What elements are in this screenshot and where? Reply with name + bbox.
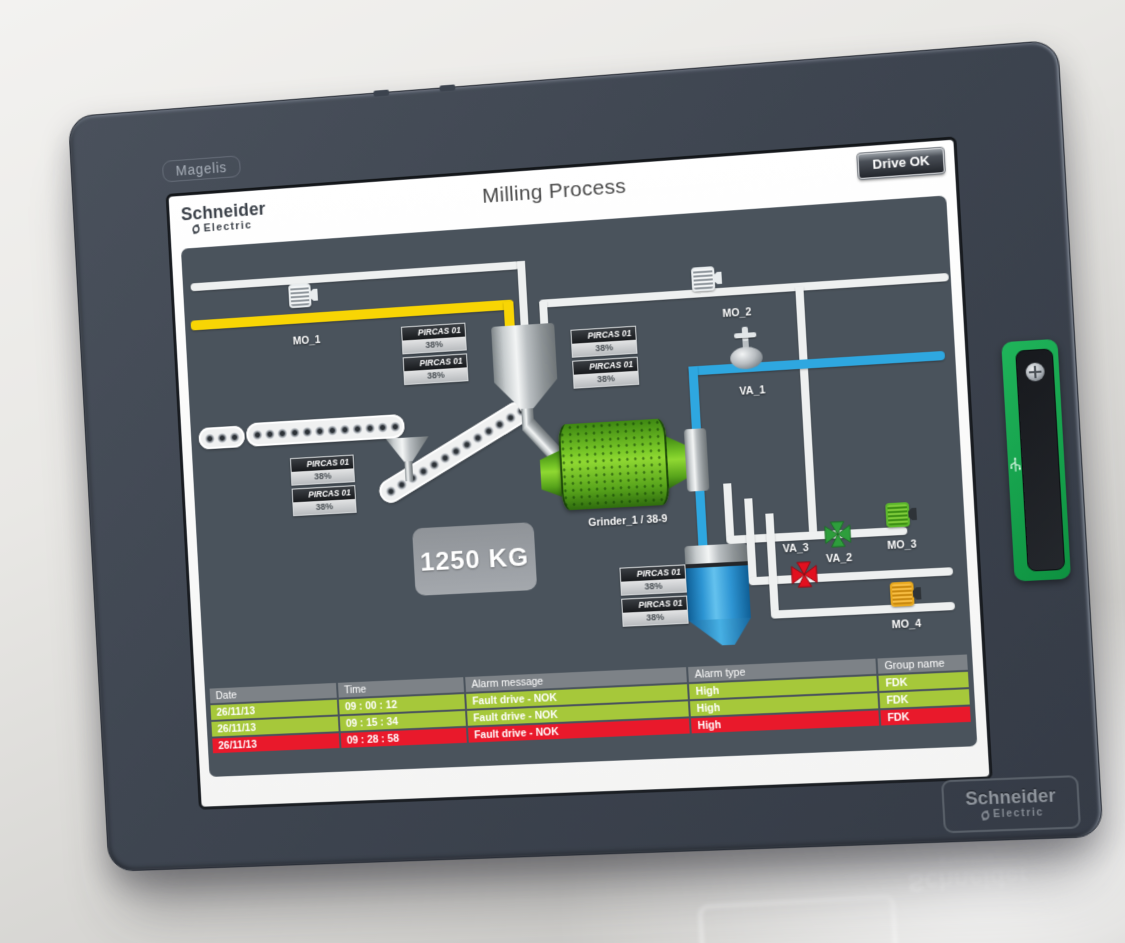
motor-mo4-icon: [890, 581, 922, 607]
screw-icon: [1025, 362, 1045, 382]
motor-mo2-icon: [691, 266, 722, 292]
schneider-glyph-icon: [978, 809, 991, 822]
pipe-top-white: [190, 261, 519, 291]
conveyor-long: [246, 414, 405, 447]
valve-va2-icon: [822, 518, 854, 550]
pipe-cluster-vert-1: [723, 483, 734, 540]
tank: [684, 543, 752, 647]
screen-bezel: Schneider Electric Milling Process Drive…: [166, 136, 993, 809]
pircas-indicator: PIRCAS 01 38%: [621, 596, 688, 627]
usb-door: [1001, 339, 1071, 582]
conveyor-short: [198, 425, 245, 449]
small-funnel: [386, 436, 430, 464]
pircas-indicator: PIRCAS 01 38%: [290, 455, 355, 486]
motor-mo1-icon: [288, 283, 318, 309]
motor-mo3-icon: [885, 502, 917, 528]
pircas-indicator: PIRCAS 01 38%: [292, 485, 357, 516]
pipe-mo2-drop: [539, 301, 548, 325]
pircas-indicator: PIRCAS 01 38%: [401, 323, 467, 355]
label-va3: VA_3: [773, 541, 818, 555]
top-edge-tab: [439, 84, 455, 91]
pipe-cluster-vert-3: [765, 513, 779, 614]
hmi-screen: Schneider Electric Milling Process Drive…: [169, 140, 990, 807]
pipe-branch-vertical: [795, 287, 817, 536]
pircas-group-3: PIRCAS 01 38% PIRCAS 01 38%: [290, 455, 357, 520]
bezel-logo: Schneider Electric: [941, 775, 1081, 833]
label-mo4: MO_4: [881, 617, 931, 632]
hopper: [491, 323, 559, 411]
pircas-indicator: PIRCAS 01 38%: [570, 326, 637, 358]
label-mo1: MO_1: [278, 333, 336, 349]
pircas-indicator: PIRCAS 01 38%: [403, 353, 469, 385]
top-edge-tab: [373, 90, 389, 97]
label-va2: VA_2: [816, 551, 862, 565]
pipe-mo1-yellow-drop: [504, 302, 515, 328]
valve-va1-icon: [727, 326, 766, 373]
pipe-blue-horizontal: [688, 351, 945, 376]
pircas-indicator: PIRCAS 01 38%: [619, 564, 686, 595]
label-mo2: MO_2: [708, 305, 765, 321]
pipe-top-white-drop: [517, 261, 529, 327]
pipe-va3: [749, 567, 954, 585]
label-mo3: MO_3: [877, 538, 927, 553]
valve-va3-icon: [788, 559, 820, 591]
pipe-mo2-white: [539, 273, 949, 308]
pircas-group-4: PIRCAS 01 38% PIRCAS 01 38%: [619, 564, 688, 629]
usb-icon: [1007, 456, 1025, 473]
pipe-to-mo4: [771, 602, 955, 619]
pircas-group-1: PIRCAS 01 38% PIRCAS 01 38%: [401, 323, 469, 388]
pircas-group-2: PIRCAS 01 38% PIRCAS 01 38%: [570, 326, 639, 392]
alarm-table: Date Time Alarm message Alarm type Group…: [208, 652, 973, 755]
label-va1: VA_1: [730, 384, 775, 399]
brand-label: Magelis: [162, 155, 241, 182]
pircas-indicator: PIRCAS 01 38%: [572, 357, 639, 389]
col-group: Group name: [878, 654, 968, 673]
hmi-device: Magelis Schneider Electric Mi: [68, 40, 1104, 872]
weight-display: 1250 KG: [412, 522, 537, 596]
grinder: [538, 412, 715, 522]
process-diagram: PIRCAS 01 38% PIRCAS 01 38% PIRCAS 01 38…: [181, 195, 977, 777]
